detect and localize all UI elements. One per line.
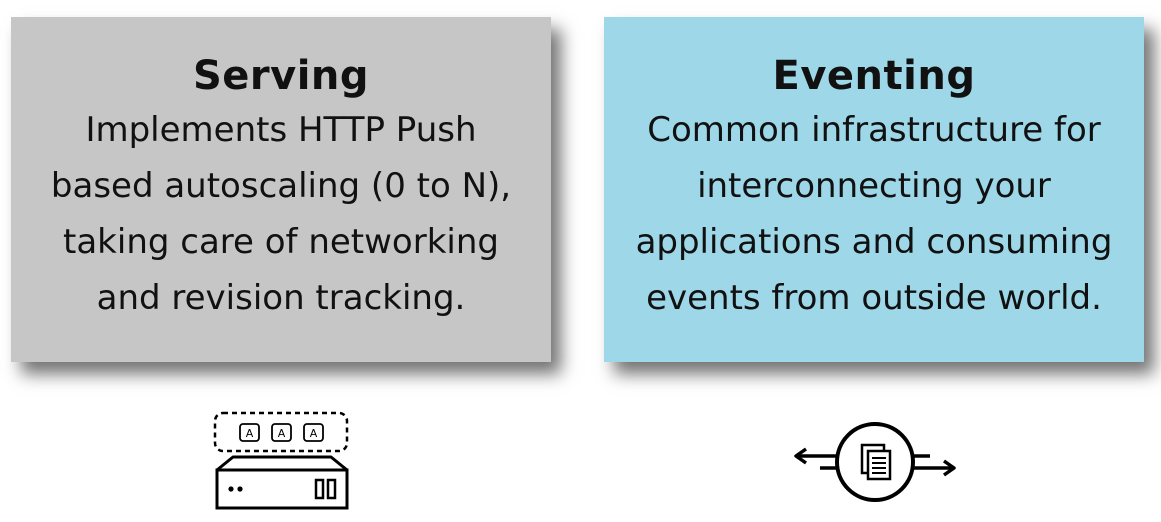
event-flow-documents-icon [794,422,956,502]
eventing-line-4: events from outside world. [646,278,1102,318]
eventing-line-3: applications and consuming [635,222,1113,262]
serving-line-1: Implements HTTP Push [85,110,477,150]
server-with-apps-icon: A A A [213,411,349,510]
app-badge-label-1: A [246,427,254,440]
serving-line-3: taking care of networking [63,222,499,262]
app-badge-label-3: A [310,427,318,440]
app-badge-1: A [239,423,260,442]
eventing-line-2: interconnecting your [697,166,1051,206]
serving-line-4: and revision tracking. [96,278,466,318]
app-badge-label-2: A [278,427,286,440]
serving-title: Serving [192,53,370,99]
eventing-title: Eventing [772,53,976,99]
eventing-line-1: Common infrastructure for [647,110,1101,150]
serving-description: Implements HTTP Push based autoscaling (… [11,102,551,326]
eventing-card: Eventing Common infrastructure for inter… [604,17,1144,362]
eventing-description: Common infrastructure for interconnectin… [604,102,1144,326]
app-badge-3: A [303,423,324,442]
serving-card: Serving Implements HTTP Push based autos… [11,17,551,362]
serving-line-2: based autoscaling (0 to N), [50,166,512,206]
app-badge-2: A [271,423,292,442]
